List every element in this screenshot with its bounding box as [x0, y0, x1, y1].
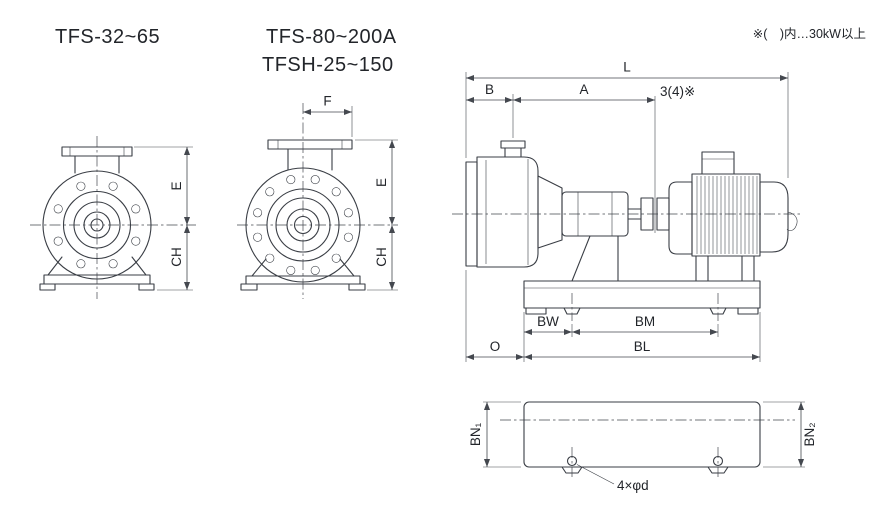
- dimension-l: L: [465, 60, 789, 178]
- coupling-gap-label: 3(4)※: [660, 84, 695, 99]
- anchor-hole-left: [561, 447, 583, 477]
- dim-label-bm: BM: [635, 314, 655, 329]
- casing-bolts: [53, 181, 141, 269]
- dimension-ch-large: CH: [367, 225, 398, 291]
- motor-foot-front: [695, 255, 709, 282]
- bolt-holes-label: 4×φd: [617, 478, 649, 493]
- leader-line: [576, 464, 615, 485]
- motor: [668, 151, 798, 282]
- dimension-f: F: [303, 94, 353, 137]
- side-view: L B A 3(4)※ BW BM O: [452, 60, 802, 362]
- dimension-e-small: E: [134, 146, 193, 225]
- dim-label-b: B: [485, 82, 494, 97]
- dimension-o: O: [465, 270, 524, 362]
- baseplate-outline: [523, 401, 761, 468]
- casing-bolts: [253, 175, 353, 275]
- motor-foot-rear: [741, 255, 755, 282]
- note-label: ※( )内…30kW以上: [753, 27, 866, 41]
- bolt-holes-callout: 4×φd: [576, 464, 649, 493]
- discharge-flange: [267, 139, 353, 171]
- dim-label-bn1: BN₁: [468, 422, 483, 446]
- model-title-large-line2: TFSH-25~150: [262, 54, 394, 76]
- dim-label-f: F: [323, 94, 331, 109]
- dim-label-o: O: [490, 339, 501, 354]
- dimension-bm: BM: [572, 314, 719, 337]
- dimension-bn2: BN₂: [763, 401, 817, 468]
- pump-base: [240, 258, 366, 291]
- dim-label-bn2: BN₂: [802, 423, 817, 447]
- motor-cable: [786, 211, 798, 231]
- shaft: [627, 208, 642, 220]
- dimension-e-large: E: [355, 139, 398, 225]
- dimension-bw: BW: [523, 312, 573, 362]
- dim-label-ch-large: CH: [374, 247, 389, 267]
- dim-label-bl: BL: [634, 339, 651, 354]
- anchor-hole-right: [707, 447, 729, 477]
- casing-circles: [245, 167, 361, 283]
- baseplate-side: [523, 280, 761, 321]
- front-view-small: E CH: [30, 136, 196, 299]
- pump-base: [39, 256, 155, 291]
- model-titles: TFS-32~65 TFS-80~200A TFSH-25~150: [55, 26, 397, 76]
- motor-end-bell: [759, 181, 789, 253]
- dimension-bl: BL: [524, 312, 761, 362]
- dimension-bn1: BN₁: [468, 401, 521, 468]
- bearing-bracket: [537, 175, 629, 282]
- dimension-a: A: [513, 82, 655, 104]
- dimension-ch-small: CH: [157, 225, 193, 291]
- discharge-flange: [61, 146, 133, 174]
- dimension-b: B: [466, 82, 514, 138]
- dim-label-l: L: [623, 60, 631, 75]
- terminal-box: [701, 151, 735, 175]
- dim-label-ch-small: CH: [169, 247, 184, 267]
- dim-label-bw: BW: [537, 314, 559, 329]
- dim-label-e-large: E: [374, 178, 389, 187]
- dim-label-e-small: E: [169, 181, 184, 190]
- dim-label-a: A: [579, 82, 588, 97]
- casing-circles: [42, 170, 152, 280]
- front-view-large: F E CH: [237, 94, 398, 299]
- model-title-large-line1: TFS-80~200A: [266, 26, 397, 48]
- volute-casing: [476, 156, 539, 268]
- discharge-flange-side: [500, 140, 526, 158]
- baseplate-plan-view: BN₁ BN₂ 4×φd: [468, 401, 817, 493]
- model-title-small: TFS-32~65: [55, 26, 160, 48]
